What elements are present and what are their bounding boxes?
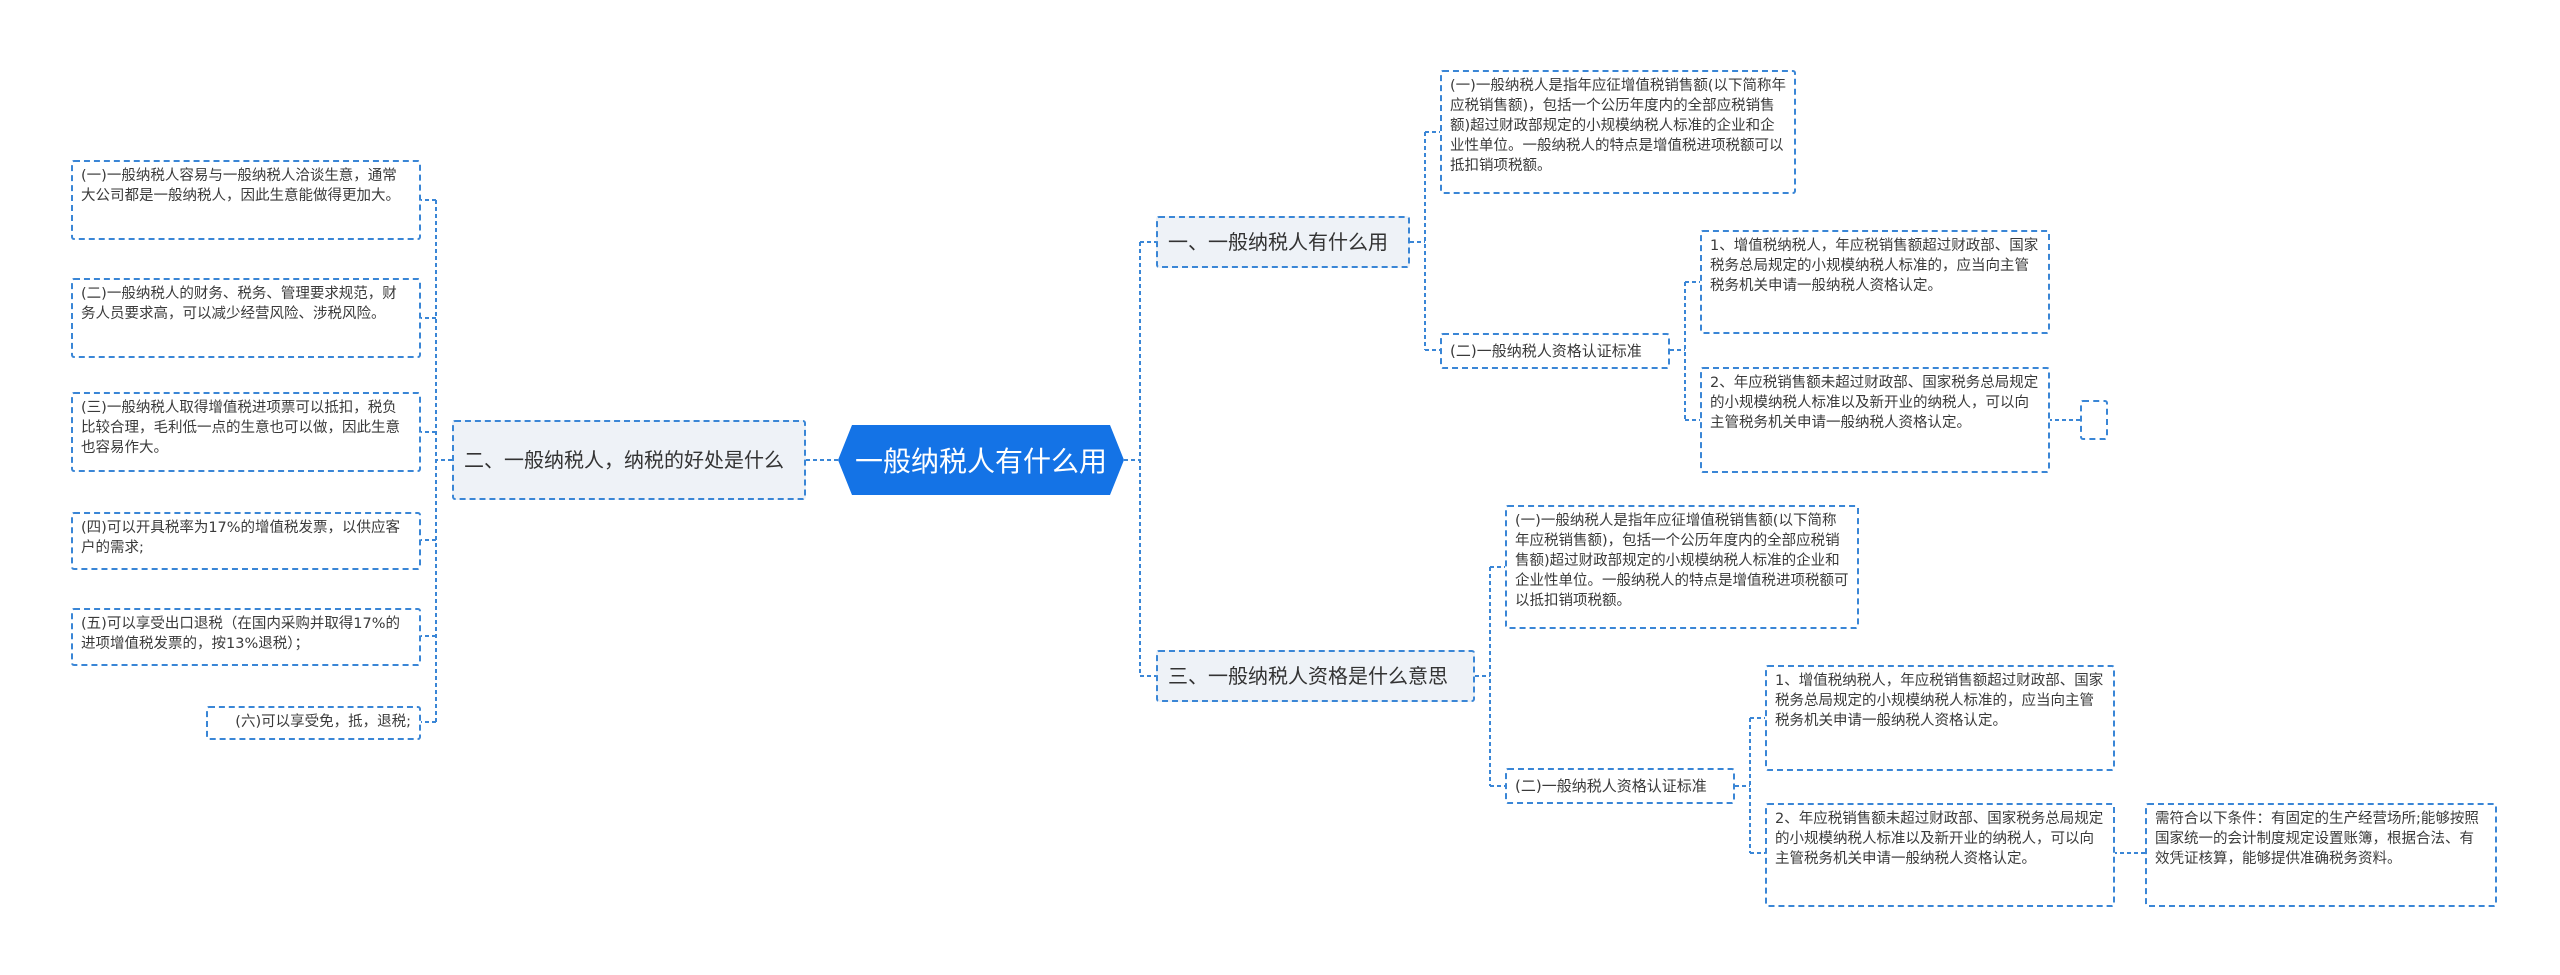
usage-standard-1-text: 1、增值税纳税人，年应税销售额超过财政部、国家税务总局规定的小规模纳税人标准的，… bbox=[1710, 238, 2039, 294]
root-topic[interactable]: 一般纳税人有什么用 bbox=[838, 425, 1124, 495]
benefit-item-4[interactable]: (四)可以开具税率为17%的增值税发票，以供应客户的需求; bbox=[71, 512, 421, 570]
usage-standard-2[interactable]: 2、年应税销售额未超过财政部、国家税务总局规定的小规模纳税人标准以及新开业的纳税… bbox=[1700, 367, 2050, 473]
usage-standard-2-text: 2、年应税销售额未超过财政部、国家税务总局规定的小规模纳税人标准以及新开业的纳税… bbox=[1710, 375, 2039, 431]
qualification-cert-standard-label: (二)一般纳税人资格认证标准 bbox=[1515, 777, 1707, 795]
usage-cert-standard-label: (二)一般纳税人资格认证标准 bbox=[1450, 342, 1642, 360]
empty-topic[interactable] bbox=[2080, 400, 2108, 440]
usage-definition[interactable]: (一)一般纳税人是指年应征增值税销售额(以下简称年应税销售额)，包括一个公历年度… bbox=[1440, 70, 1796, 194]
usage-cert-standard[interactable]: (二)一般纳税人资格认证标准 bbox=[1440, 333, 1670, 369]
qualification-cert-standard[interactable]: (二)一般纳税人资格认证标准 bbox=[1505, 768, 1735, 804]
benefit-item-5[interactable]: (五)可以享受出口退税（在国内采购并取得17%的进项增值税发票的，按13%退税）… bbox=[71, 608, 421, 666]
benefit-item-3[interactable]: (三)一般纳税人取得增值税进项票可以抵扣，税负比较合理，毛利低一点的生意也可以做… bbox=[71, 392, 421, 472]
benefit-item-3-text: (三)一般纳税人取得增值税进项票可以抵扣，税负比较合理，毛利低一点的生意也可以做… bbox=[81, 400, 400, 456]
qualification-standard-1[interactable]: 1、增值税纳税人，年应税销售额超过财政部、国家税务总局规定的小规模纳税人标准的，… bbox=[1765, 665, 2115, 771]
qualification-conditions-text: 需符合以下条件：有固定的生产经营场所;能够按照国家统一的会计制度规定设置账簿，根… bbox=[2155, 811, 2479, 867]
branch-qualification[interactable]: 三、一般纳税人资格是什么意思 bbox=[1156, 650, 1475, 702]
benefit-item-4-text: (四)可以开具税率为17%的增值税发票，以供应客户的需求; bbox=[81, 520, 401, 556]
root-title: 一般纳税人有什么用 bbox=[854, 445, 1107, 478]
qualification-standard-2-text: 2、年应税销售额未超过财政部、国家税务总局规定的小规模纳税人标准以及新开业的纳税… bbox=[1775, 811, 2104, 867]
benefit-item-1[interactable]: (一)一般纳税人容易与一般纳税人洽谈生意，通常大公司都是一般纳税人，因此生意能做… bbox=[71, 160, 421, 240]
branch-usage[interactable]: 一、一般纳税人有什么用 bbox=[1156, 216, 1410, 268]
qualification-definition[interactable]: (一)一般纳税人是指年应征增值税销售额(以下简称年应税销售额)，包括一个公历年度… bbox=[1505, 505, 1859, 629]
usage-definition-text: (一)一般纳税人是指年应征增值税销售额(以下简称年应税销售额)，包括一个公历年度… bbox=[1450, 78, 1786, 174]
qualification-standard-1-text: 1、增值税纳税人，年应税销售额超过财政部、国家税务总局规定的小规模纳税人标准的，… bbox=[1775, 673, 2104, 729]
branch-qualification-label: 三、一般纳税人资格是什么意思 bbox=[1168, 663, 1448, 688]
benefit-item-5-text: (五)可以享受出口退税（在国内采购并取得17%的进项增值税发票的，按13%退税）… bbox=[81, 616, 401, 652]
branch-usage-label: 一、一般纳税人有什么用 bbox=[1168, 229, 1388, 254]
branch-benefits-label: 二、一般纳税人，纳税的好处是什么 bbox=[464, 447, 784, 472]
benefit-item-6[interactable]: (六)可以享受免，抵，退税; bbox=[206, 706, 421, 740]
benefit-item-2[interactable]: (二)一般纳税人的财务、税务、管理要求规范，财务人员要求高，可以减少经营风险、涉… bbox=[71, 278, 421, 358]
qualification-standard-2[interactable]: 2、年应税销售额未超过财政部、国家税务总局规定的小规模纳税人标准以及新开业的纳税… bbox=[1765, 803, 2115, 907]
qualification-definition-text: (一)一般纳税人是指年应征增值税销售额(以下简称年应税销售额)，包括一个公历年度… bbox=[1515, 513, 1849, 609]
branch-benefits[interactable]: 二、一般纳税人，纳税的好处是什么 bbox=[452, 420, 806, 500]
benefit-item-6-text: (六)可以享受免，抵，退税; bbox=[235, 714, 411, 730]
benefit-item-2-text: (二)一般纳税人的财务、税务、管理要求规范，财务人员要求高，可以减少经营风险、涉… bbox=[81, 286, 397, 322]
usage-standard-1[interactable]: 1、增值税纳税人，年应税销售额超过财政部、国家税务总局规定的小规模纳税人标准的，… bbox=[1700, 230, 2050, 334]
benefit-item-1-text: (一)一般纳税人容易与一般纳税人洽谈生意，通常大公司都是一般纳税人，因此生意能做… bbox=[81, 168, 400, 204]
qualification-conditions[interactable]: 需符合以下条件：有固定的生产经营场所;能够按照国家统一的会计制度规定设置账簿，根… bbox=[2145, 803, 2497, 907]
